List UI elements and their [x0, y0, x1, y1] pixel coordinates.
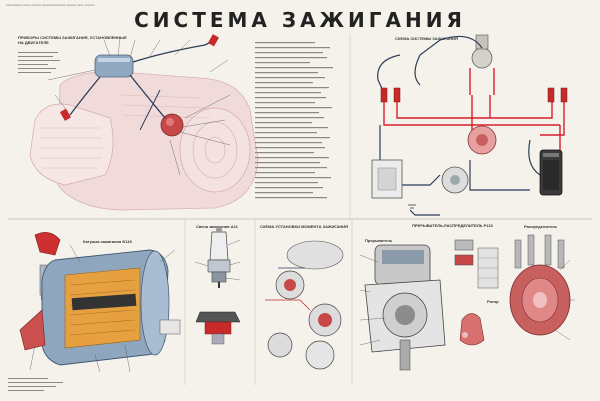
rotor-label: Ротор: [487, 299, 499, 304]
ignition-coil-title: Катушка зажигания Б115: [83, 239, 132, 244]
footer-text: [8, 378, 63, 391]
engine-view-title: ПРИБОРЫ СИСТЕМЫ ЗАЖИГАНИЯ, УСТАНОВЛЕННЫЕ…: [18, 35, 127, 45]
spark-plug-title: Свеча зажигания А11: [196, 224, 238, 229]
timing-setup-diagrams: [265, 240, 344, 370]
ignition-coil-cutaway: [19, 232, 181, 373]
spark-plug: [194, 227, 241, 345]
wiring-diagram-title: СХЕМА СИСТЕМЫ ЗАЖИГАНИЯ: [395, 36, 458, 41]
breaker-label: Прерыватель: [365, 238, 393, 243]
distributor-setup-title: СХЕМА УСТАНОВКИ МОМЕНТА ЗАЖИГАНИЯ: [260, 224, 349, 229]
distributor-cutaway: [359, 234, 575, 371]
publisher-line: ▭▭▭▭▭ ▭▭ ▭▭▭ ▭▭▭▭▭▭▭ ▭▭▭ ▭▭ ▭▭▭: [6, 3, 95, 7]
legend-text-column: [18, 42, 333, 199]
distributor-title: ПРЕРЫВАТЕЛЬ-РАСПРЕДЕЛИТЕЛЬ Р115: [412, 223, 493, 228]
engine-illustration: [29, 34, 259, 211]
poster-title: СИСТЕМА ЗАЖИГАНИЯ: [134, 8, 466, 32]
wiring-diagram: [371, 34, 568, 216]
distributor-label: Распределитель: [524, 224, 558, 229]
